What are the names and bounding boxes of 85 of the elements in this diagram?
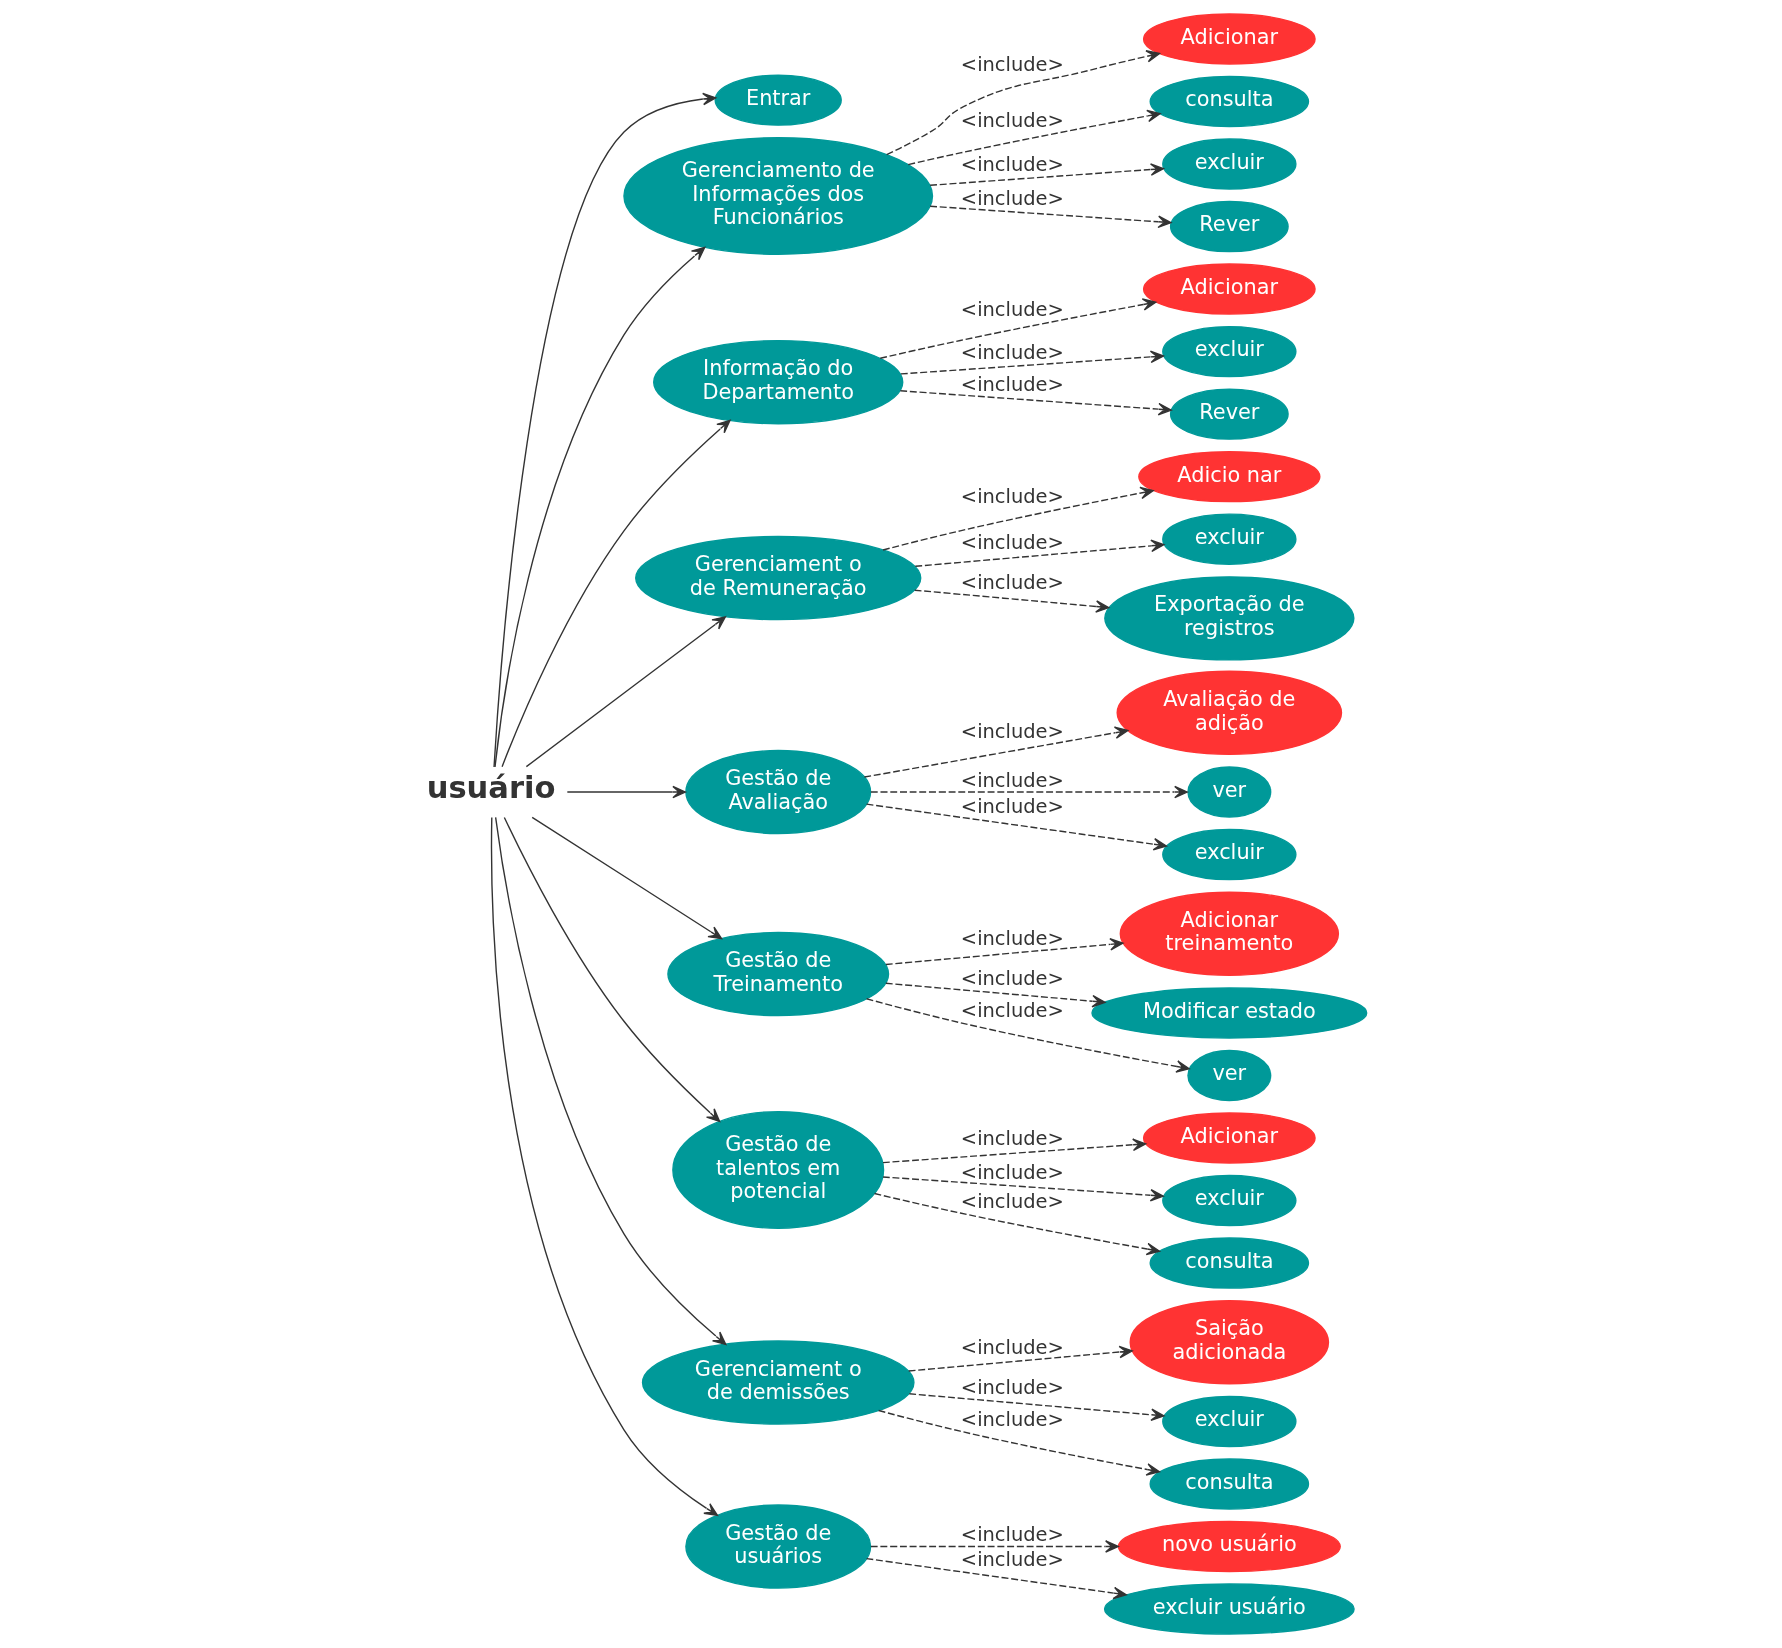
edge-label: <include> — [960, 1548, 1064, 1572]
edge-label: <include> — [960, 1127, 1064, 1151]
node-ellipse: Gestão de Avaliação — [685, 749, 872, 835]
arrow — [865, 803, 1168, 851]
arrow — [882, 1138, 1147, 1164]
edge-label: <include> — [960, 372, 1064, 396]
node-ellipse: Rever — [1169, 200, 1289, 253]
node-ellipse: Gerenciament o de Remuneração — [635, 535, 922, 621]
node-ellipse: Saição adicionada — [1129, 1300, 1330, 1385]
node-ellipse: Entrar — [714, 74, 842, 126]
node-ellipse: Gerenciamento de Informações dos Funcionários — [623, 137, 934, 255]
edge-label: <include> — [960, 340, 1064, 364]
arrow — [531, 816, 723, 940]
arrow — [865, 1557, 1127, 1600]
edge-label: <include> — [960, 1523, 1064, 1547]
arrow — [494, 816, 727, 1346]
edge-label: <include> — [960, 297, 1064, 321]
node-ellipse: excluir — [1162, 1174, 1297, 1227]
edge-label: <include> — [960, 571, 1064, 595]
arrow — [873, 1192, 1161, 1256]
node-ellipse: excluir — [1162, 828, 1297, 881]
edge-label: <include> — [960, 531, 1064, 555]
node-ellipse: excluir — [1162, 513, 1297, 565]
arrow — [865, 998, 1190, 1073]
node-ellipse: Gerenciament o de demissões — [641, 1340, 915, 1425]
edge-label: <include> — [960, 186, 1064, 210]
arrow — [899, 390, 1172, 416]
node-ellipse: Exportação de registros — [1104, 576, 1355, 661]
node-ellipse: ver — [1187, 1049, 1272, 1102]
arrow — [501, 419, 731, 768]
arrow — [494, 246, 706, 768]
edge-label: <include> — [960, 1407, 1064, 1431]
edge-label: <include> — [960, 967, 1064, 991]
edge-label: <include> — [960, 795, 1064, 819]
node-ellipse: Avaliação de adição — [1116, 670, 1343, 756]
node-ellipse: Gestão de talentos em potencial — [672, 1111, 885, 1229]
arrow — [566, 785, 687, 799]
node-ellipse: consulta — [1149, 1458, 1310, 1510]
node-ellipse: ver — [1187, 766, 1272, 818]
arrow — [882, 486, 1154, 551]
edge-label: <include> — [960, 1160, 1064, 1184]
arrow — [863, 726, 1129, 778]
node-ellipse: consulta — [1149, 75, 1310, 128]
arrow — [907, 109, 1161, 166]
arrow — [490, 816, 719, 1516]
node-ellipse: excluir — [1162, 138, 1297, 190]
node-ellipse: Gestão de Treinamento — [667, 931, 890, 1017]
arrow — [493, 92, 717, 768]
edge-label: <include> — [960, 53, 1064, 77]
edge-label: <include> — [960, 1375, 1064, 1399]
arrow — [870, 1540, 1119, 1553]
edge-label: <include> — [960, 768, 1064, 792]
edge-label: <include> — [960, 999, 1064, 1023]
edge-label: <include> — [960, 927, 1064, 951]
arrow — [908, 1345, 1133, 1372]
arrow — [885, 938, 1124, 966]
node-ellipse: excluir — [1162, 325, 1297, 378]
node-ellipse: Adicionar — [1142, 1112, 1316, 1164]
arrow — [900, 350, 1164, 375]
edge-label: <include> — [960, 108, 1064, 132]
edge-label: <include> — [960, 1189, 1064, 1213]
node-ellipse: novo usuário — [1117, 1520, 1341, 1573]
node-ellipse: Informação do Departamento — [653, 339, 904, 425]
arrow — [870, 785, 1188, 799]
node-text: usuário — [426, 770, 556, 806]
node-ellipse: Adicionar treinamento — [1119, 891, 1340, 976]
arrow — [525, 616, 727, 768]
edge-label: <include> — [960, 720, 1064, 744]
node-ellipse: Rever — [1169, 388, 1289, 440]
arrow — [929, 205, 1172, 229]
arrow — [929, 163, 1165, 186]
arrow — [885, 982, 1106, 1008]
arrow — [879, 298, 1157, 359]
arrow — [886, 50, 1161, 156]
node-ellipse: consulta — [1149, 1237, 1310, 1289]
edge-label: <include> — [960, 1335, 1064, 1359]
node-ellipse: excluir — [1162, 1395, 1297, 1448]
edge-label: <include> — [960, 485, 1064, 509]
arrow — [878, 1409, 1161, 1476]
arrow — [914, 539, 1165, 567]
arrow — [908, 1393, 1165, 1422]
edge-label: <include> — [960, 153, 1064, 177]
arrow — [914, 589, 1110, 613]
arrow — [503, 816, 721, 1123]
arrow — [882, 1176, 1164, 1202]
